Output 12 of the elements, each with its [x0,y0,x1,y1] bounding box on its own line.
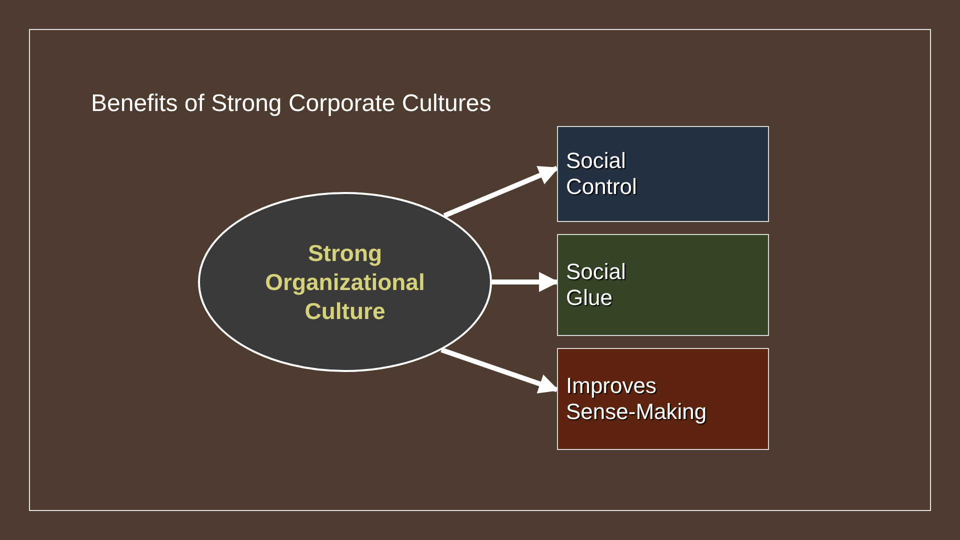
box-label: Social Control [566,148,637,200]
diagram-title: Benefits of Strong Corporate Cultures [91,90,492,118]
arrow [492,272,559,292]
box-label: Improves Sense-Making [566,373,707,425]
benefit-box [557,348,769,450]
node-label: Strong Organizational Culture [264,238,426,326]
box-label: Social Glue [566,259,626,311]
benefit-box [557,234,769,336]
arrow [443,166,559,218]
ellipse-node [198,192,492,372]
arrow [440,348,559,394]
benefit-box [557,126,769,222]
